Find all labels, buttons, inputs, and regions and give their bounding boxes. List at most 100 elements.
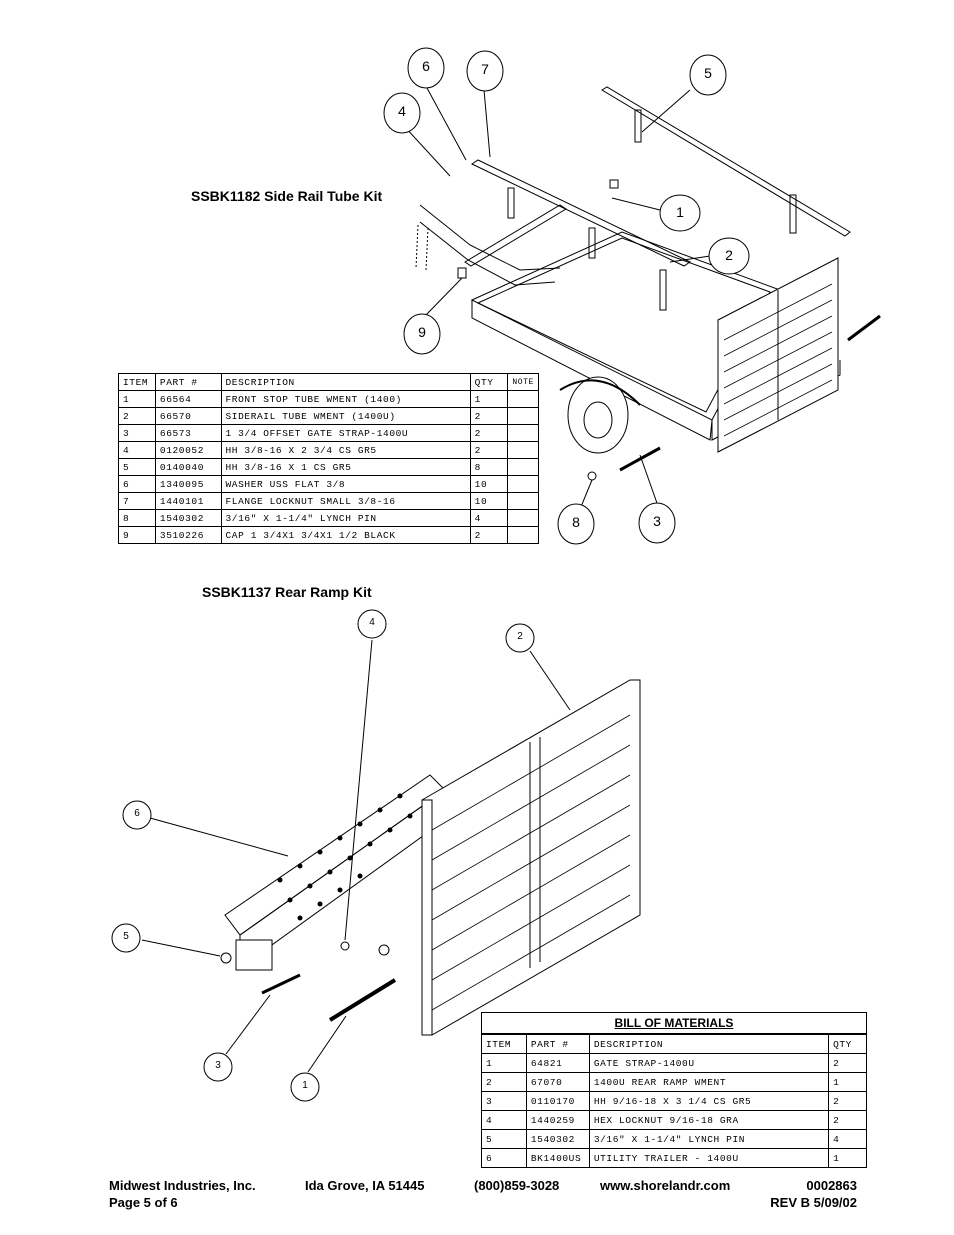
cell-part: 0140040 — [154, 458, 222, 476]
callout-kit2-3: 3 — [215, 1060, 221, 1071]
cell-item: 2 — [118, 407, 156, 425]
footer-page: Page 5 of 6 — [109, 1195, 178, 1210]
callout-circles — [111, 47, 750, 1102]
cell-item: 5 — [118, 458, 156, 476]
callout-kit1-3: 3 — [653, 513, 661, 529]
cell-qty: 1 — [828, 1148, 867, 1168]
cell-qty: 2 — [828, 1053, 867, 1073]
callout-kit1-1: 1 — [676, 204, 684, 220]
cell-item: 3 — [481, 1091, 527, 1111]
cell-item: 5 — [481, 1129, 527, 1149]
cell-note — [507, 424, 539, 442]
cell-description: HH 9/16-18 X 3 1/4 CS GR5 — [588, 1091, 830, 1111]
cell-description: FLANGE LOCKNUT SMALL 3/8-16 — [220, 492, 471, 510]
col-header-description: DESCRIPTION — [220, 373, 471, 391]
cell-part: 1440101 — [154, 492, 222, 510]
callout-kit2-5: 5 — [123, 931, 129, 942]
footer-phone: (800)859-3028 — [474, 1178, 560, 1193]
cell-part: 1540302 — [154, 509, 222, 527]
cell-qty: 4 — [828, 1129, 867, 1149]
cell-part: 66570 — [154, 407, 222, 425]
callout-kit1-6: 6 — [422, 58, 430, 74]
table-row: 2 67070 1400U REAR RAMP WMENT 1 — [481, 1072, 867, 1092]
footer-doc-number: 0002863 — [806, 1178, 857, 1193]
cell-qty: 2 — [469, 407, 509, 425]
ramp-drawing — [220, 679, 641, 1036]
cell-description: 3/16" X 1-1/4" LYNCH PIN — [588, 1129, 830, 1149]
cell-note — [507, 407, 539, 425]
cell-part: 1540302 — [525, 1129, 590, 1149]
cell-part: BK1400US — [525, 1148, 590, 1168]
table-row: 1 64821 GATE STRAP-1400U 2 — [481, 1053, 867, 1073]
footer-website: www.shorelandr.com — [600, 1178, 731, 1193]
trailer-drawing — [415, 86, 881, 481]
kit1-title: SSBK1182 Side Rail Tube Kit — [191, 188, 383, 204]
cell-qty: 2 — [469, 424, 509, 442]
cell-part: 3510226 — [154, 526, 222, 544]
table-row: 4 0120052 HH 3/8-16 X 2 3/4 CS GR5 2 — [118, 441, 539, 459]
cell-part: 66564 — [154, 390, 222, 408]
cell-description: HH 3/8-16 X 1 CS GR5 — [220, 458, 471, 476]
table-row: 8 1540302 3/16" X 1-1/4" LYNCH PIN 4 — [118, 509, 539, 527]
cell-part: 1440259 — [525, 1110, 590, 1130]
table-row: 3 66573 1 3/4 OFFSET GATE STRAP-1400U 2 — [118, 424, 539, 442]
cell-description: HH 3/8-16 X 2 3/4 CS GR5 — [220, 441, 471, 459]
callout-kit2-1: 1 — [302, 1080, 308, 1091]
table-row: 7 1440101 FLANGE LOCKNUT SMALL 3/8-16 10 — [118, 492, 539, 510]
cell-description: CAP 1 3/4X1 3/4X1 1/2 BLACK — [220, 526, 471, 544]
col-header-item: ITEM — [118, 373, 156, 391]
callout-kit1-2: 2 — [725, 247, 733, 263]
cell-part: 1340095 — [154, 475, 222, 493]
callout-kit1-9: 9 — [418, 324, 426, 340]
table-row: 5 0140040 HH 3/8-16 X 1 CS GR5 8 — [118, 458, 539, 476]
table-row: 4 1440259 HEX LOCKNUT 9/16-18 GRA 2 — [481, 1110, 867, 1130]
table-row: 6 BK1400US UTILITY TRAILER - 1400U 1 — [481, 1148, 867, 1168]
table-row: 3 0110170 HH 9/16-18 X 3 1/4 CS GR5 2 — [481, 1091, 867, 1111]
table-row: 1 66564 FRONT STOP TUBE WMENT (1400) 1 — [118, 390, 539, 408]
cell-description: FRONT STOP TUBE WMENT (1400) — [220, 390, 471, 408]
col-header-part: PART # — [525, 1034, 590, 1054]
col-header-qty: QTY — [469, 373, 509, 391]
kit2-parts-table: ITEM PART # DESCRIPTION QTY 1 64821 GATE… — [481, 1034, 867, 1168]
cell-item: 9 — [118, 526, 156, 544]
callout-kit1-7: 7 — [481, 61, 489, 77]
cell-qty: 10 — [469, 475, 509, 493]
callout-kit1-8: 8 — [572, 514, 580, 530]
cell-description: UTILITY TRAILER - 1400U — [588, 1148, 830, 1168]
cell-item: 3 — [118, 424, 156, 442]
cell-part: 66573 — [154, 424, 222, 442]
cell-qty: 2 — [469, 441, 509, 459]
col-header-note: NOTE — [507, 373, 539, 391]
table-row: 9 3510226 CAP 1 3/4X1 3/4X1 1/2 BLACK 2 — [118, 526, 539, 544]
cell-item: 2 — [481, 1072, 527, 1092]
col-header-qty: QTY — [828, 1034, 867, 1054]
cell-item: 4 — [481, 1110, 527, 1130]
cell-qty: 1 — [828, 1072, 867, 1092]
cell-note — [507, 390, 539, 408]
cell-note — [507, 492, 539, 510]
cell-note — [507, 509, 539, 527]
bom-heading: BILL OF MATERIALS — [614, 1016, 734, 1030]
cell-qty: 10 — [469, 492, 509, 510]
cell-description: HEX LOCKNUT 9/16-18 GRA — [588, 1110, 830, 1130]
table-row: 2 66570 SIDERAIL TUBE WMENT (1400U) 2 — [118, 407, 539, 425]
cell-description: 1400U REAR RAMP WMENT — [588, 1072, 830, 1092]
cell-part: 0120052 — [154, 441, 222, 459]
footer-company: Midwest Industries, Inc. — [109, 1178, 256, 1193]
footer-city: Ida Grove, IA 51445 — [305, 1178, 425, 1193]
cell-qty: 1 — [469, 390, 509, 408]
cell-item: 8 — [118, 509, 156, 527]
cell-note — [507, 441, 539, 459]
col-header-description: DESCRIPTION — [588, 1034, 830, 1054]
footer-revision: REV B 5/09/02 — [770, 1195, 857, 1210]
cell-item: 7 — [118, 492, 156, 510]
bom-heading-box — [481, 1012, 867, 1034]
cell-description: SIDERAIL TUBE WMENT (1400U) — [220, 407, 471, 425]
cell-item: 6 — [481, 1148, 527, 1168]
cell-note — [507, 458, 539, 476]
callout-kit2-4: 4 — [369, 617, 375, 628]
kit1-parts-table: ITEM PART # DESCRIPTION QTY NOTE 1 66564… — [118, 373, 539, 544]
cell-qty: 2 — [469, 526, 509, 544]
table-header-row: ITEM PART # DESCRIPTION QTY NOTE — [118, 373, 539, 391]
